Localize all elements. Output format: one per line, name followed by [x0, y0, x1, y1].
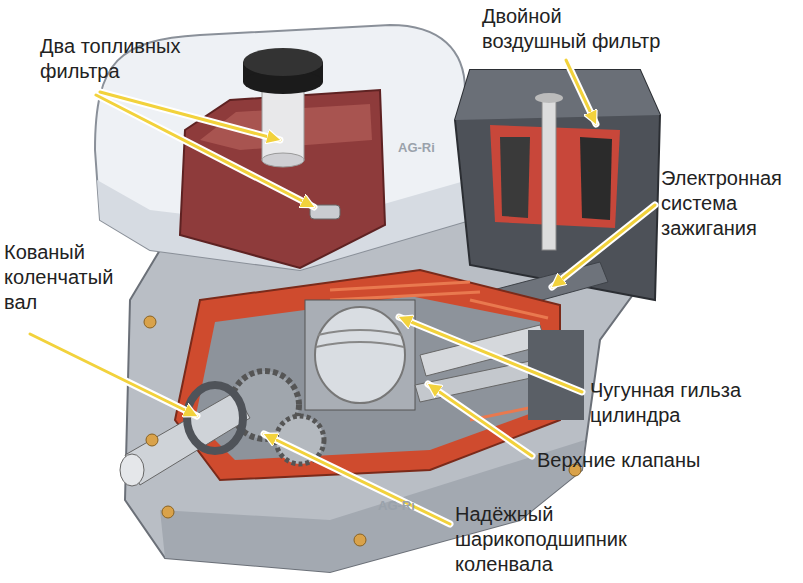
filler-neck-filter [262, 85, 304, 160]
block-cutaway [175, 270, 560, 480]
filter-bottom [262, 153, 304, 167]
fuel-tank [95, 25, 470, 270]
shaft-end [120, 454, 144, 486]
air-filter-housing [455, 70, 660, 300]
watermark: AG-Ri [378, 498, 415, 513]
part-label: Кованый коленчатый вал [4, 240, 134, 315]
part-label: Двойной воздушный фильтр [482, 4, 667, 54]
piston-rings [316, 330, 404, 347]
part-label: Электронная система зажигания [661, 166, 791, 241]
paper-element [500, 137, 530, 218]
crank-cavity [195, 296, 540, 460]
filter-bolt [542, 100, 556, 250]
part-label: Верхние клапаны [537, 448, 700, 473]
air-filter-top [455, 70, 660, 120]
part-label: Чугунная гильза цилиндра [590, 378, 755, 428]
foam-element [580, 137, 612, 220]
fuel-cap-top [243, 48, 323, 76]
part-label: Два топливных фильтра [40, 34, 210, 84]
part-label: Надёжный шарикоподшипник коленвала [455, 502, 635, 577]
wing-nut [535, 93, 563, 103]
piston [315, 307, 405, 403]
watermark: AG-Ri [398, 140, 435, 155]
